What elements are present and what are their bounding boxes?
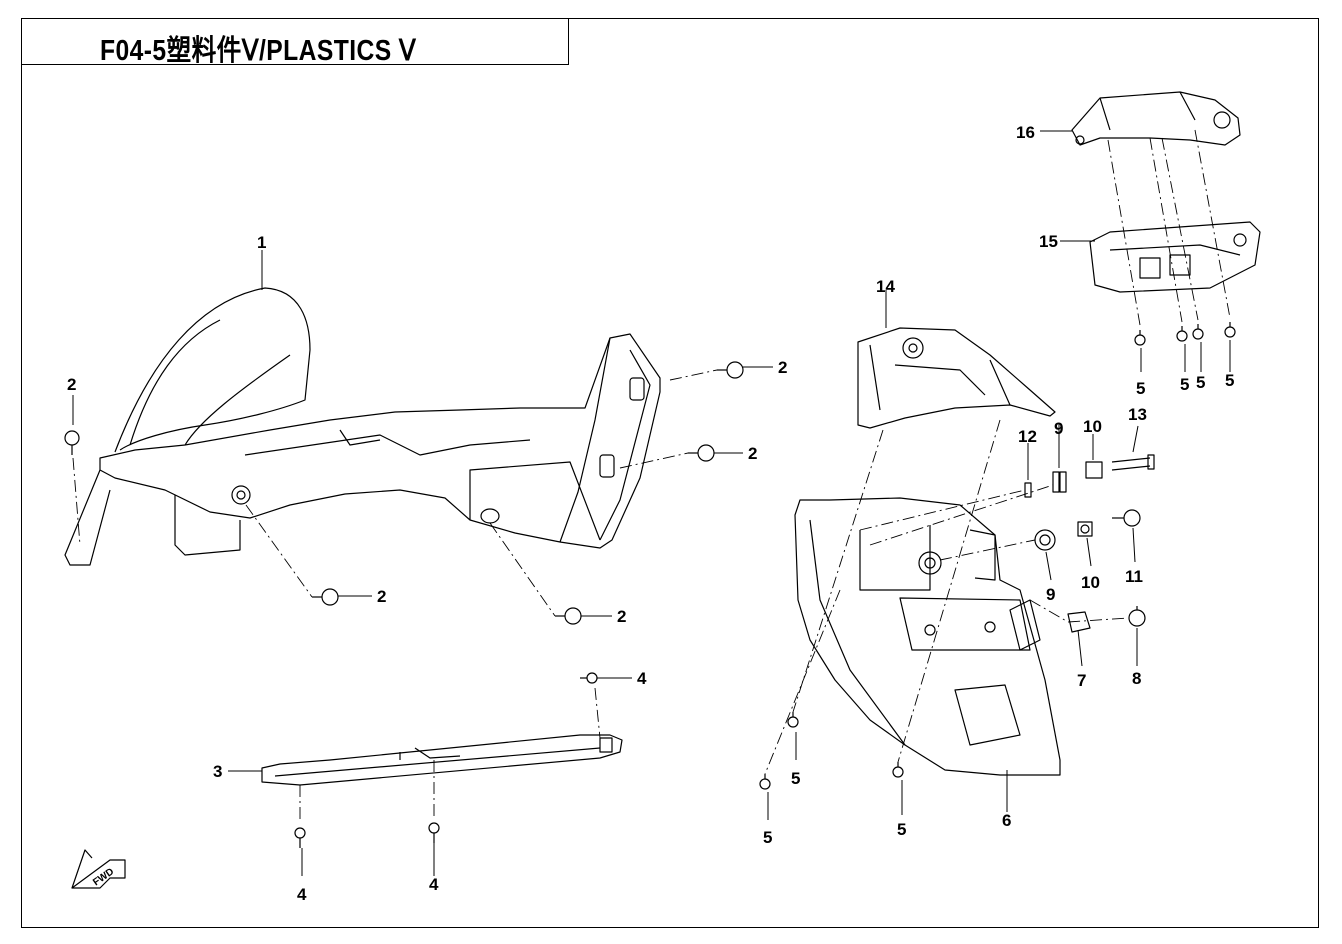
diagram-title: F04-5塑料件Ⅴ/PLASTICS Ⅴ	[100, 35, 417, 67]
fwd-arrow-icon	[71, 849, 126, 889]
callout-13: 13	[1128, 405, 1147, 424]
callout-5: 5	[1136, 379, 1145, 398]
callout-2: 2	[748, 444, 757, 463]
part-bracket	[1089, 221, 1261, 293]
fasteners	[64, 322, 1236, 848]
callout-5: 5	[1180, 375, 1189, 394]
callout-4: 4	[429, 875, 439, 894]
callout-5: 5	[1225, 371, 1234, 390]
callout-12: 12	[1018, 427, 1037, 446]
callout-10: 10	[1083, 417, 1102, 436]
part-side-rail	[261, 734, 623, 786]
leader-lines	[72, 130, 1231, 876]
callout-1: 1	[257, 233, 266, 252]
callout-2: 2	[617, 607, 626, 626]
callout-3: 3	[213, 762, 222, 781]
callout-16: 16	[1016, 123, 1035, 142]
part-tail-housing	[794, 497, 1061, 776]
callout-10: 10	[1081, 573, 1100, 592]
callout-4: 4	[637, 669, 647, 688]
part-rear-fender	[64, 287, 661, 566]
callout-5: 5	[791, 769, 800, 788]
callout-11: 11	[1125, 567, 1143, 586]
callout-9: 9	[1054, 419, 1063, 438]
callout-7: 7	[1077, 671, 1086, 690]
part-top-cover	[1071, 91, 1241, 146]
callout-9: 9	[1046, 585, 1055, 604]
callout-2: 2	[377, 587, 386, 606]
part-upper-cover	[857, 327, 1056, 429]
callout-5: 5	[763, 828, 772, 847]
callout-8: 8	[1132, 669, 1141, 688]
callout-14: 14	[876, 277, 895, 296]
callout-6: 6	[1002, 811, 1011, 830]
callout-2: 2	[778, 358, 787, 377]
callout-5: 5	[897, 820, 906, 839]
callout-4: 4	[297, 885, 307, 904]
assembly-lines	[72, 129, 1231, 823]
diagram-frame	[21, 18, 1319, 928]
callout-5: 5	[1196, 373, 1205, 392]
callout-15: 15	[1039, 232, 1058, 251]
callout-2: 2	[67, 375, 76, 394]
callout-labels: 1 2 2 2 2 2 3 4 4 4 5 5 5 5 5 5 5 6 7 8 …	[67, 123, 1234, 904]
title-box	[21, 18, 569, 65]
